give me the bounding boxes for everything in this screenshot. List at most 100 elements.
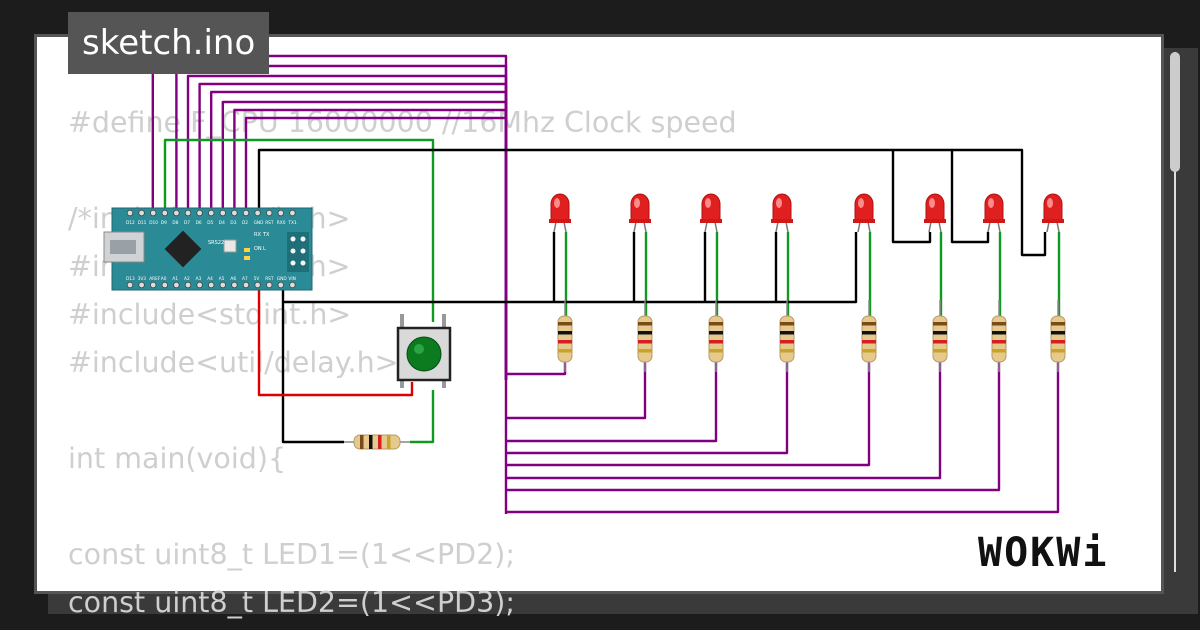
resistor-band: [638, 349, 652, 353]
button-cap-highlight: [414, 344, 424, 354]
resistor-band: [638, 340, 652, 344]
resistor-return-wire: [506, 362, 789, 455]
icsp-pin: [290, 236, 296, 242]
bottom-pin-label: VIN: [288, 276, 295, 282]
board-side-label: L: [263, 246, 266, 252]
resistor-return-wire: [506, 362, 1001, 492]
header-pin: [161, 281, 168, 289]
pushbutton[interactable]: [396, 314, 452, 388]
header-pin: [196, 281, 203, 289]
led-rim: [549, 219, 571, 223]
led-7: [984, 193, 1004, 223]
bottom-pin-label: A0: [161, 276, 167, 282]
top-pin-label: D8: [172, 220, 178, 226]
resistor-band: [558, 349, 572, 353]
code-line: const uint8_t LED2=(1<<PD3);: [68, 586, 515, 619]
resistor-band: [709, 340, 723, 344]
led-rim: [700, 219, 722, 223]
sketch-title: sketch.ino: [82, 23, 256, 63]
resistor-return-wire: [506, 362, 871, 467]
resistor-band: [992, 322, 1006, 326]
bottom-pin-label: A4: [207, 276, 213, 282]
microcontroller-chip: [164, 230, 202, 268]
header-pin: [219, 209, 226, 217]
led-highlight: [988, 198, 994, 208]
header-pin: [231, 281, 238, 289]
button-leg: [400, 314, 404, 328]
header-pin: [289, 209, 296, 217]
header-pin: [231, 209, 238, 217]
resistor-band: [1051, 349, 1065, 353]
icsp-pin: [290, 248, 296, 254]
led-3: [701, 193, 721, 223]
led-anode-lead: [643, 221, 647, 233]
code-line: #define F_CPU 16000000 //16Mhz Clock spe…: [68, 106, 737, 139]
header-pin: [126, 209, 134, 217]
resistor-band: [933, 331, 947, 335]
resistor-band: [780, 322, 794, 326]
button-leg: [442, 314, 446, 328]
power-led: [244, 248, 250, 252]
header-pin: [207, 209, 215, 217]
sketch-title-box: sketch.ino: [68, 12, 270, 74]
led-1: [550, 193, 570, 223]
top-pin-label: GND: [254, 220, 265, 226]
resistor-band: [780, 340, 794, 344]
led-2: [630, 193, 650, 223]
led-rim: [1042, 219, 1064, 223]
svg-text:WOKWi: WOKWi: [978, 530, 1108, 576]
bottom-pin-label: AREF: [149, 276, 161, 282]
vertical-scrollbar[interactable]: [1166, 52, 1184, 572]
led-cathode-lead: [553, 221, 557, 233]
resistor-band: [992, 349, 1006, 353]
header-pin: [173, 209, 180, 217]
led-signal-wire: [233, 108, 506, 213]
led-cathode-lead: [857, 221, 861, 233]
led-cathode-lead: [704, 221, 708, 233]
resistor-band: [862, 322, 876, 326]
resistor-band: [558, 340, 572, 344]
led-cathode-lead: [1046, 221, 1050, 233]
resistor-return-wire: [506, 362, 1060, 514]
header-pin: [138, 209, 145, 217]
resistor-band: [558, 331, 572, 335]
button-signal-wire: [163, 138, 435, 322]
top-pin-label: D6: [196, 220, 202, 226]
header-pin: [149, 281, 157, 289]
resistor-band: [1051, 322, 1065, 326]
bottom-pin-label: RST: [265, 276, 274, 282]
header-pin: [138, 281, 145, 289]
usb-port-inner: [110, 240, 136, 254]
button-cap: [406, 336, 442, 372]
led-cathode-lead: [928, 221, 932, 233]
resistor-band: [1051, 340, 1065, 344]
bottom-pin-label: D13: [126, 276, 135, 282]
header-pin: [254, 281, 261, 289]
led-anode-lead: [785, 221, 789, 233]
status-led: [244, 256, 250, 260]
icsp-header: [287, 232, 309, 272]
bottom-pin-label: A7: [242, 276, 248, 282]
resistor-band: [1051, 331, 1065, 335]
resistor-band: [360, 435, 364, 449]
led-4: [772, 193, 792, 223]
bottom-pin-label: GND: [277, 276, 288, 282]
board-side-label: TX: [262, 232, 270, 238]
led-cathode-lead: [775, 221, 779, 233]
led-highlight: [776, 198, 782, 208]
top-pin-label: RX0: [277, 220, 286, 226]
resistor-return-wire: [506, 362, 942, 480]
led-highlight: [929, 198, 935, 208]
led-cathode-lead: [987, 221, 991, 233]
led-highlight: [1047, 198, 1053, 208]
led-8: [1043, 193, 1063, 223]
led-anode-lead: [938, 221, 942, 233]
icsp-pin: [290, 260, 296, 266]
pulldown-wire: [410, 390, 435, 444]
top-pin-label: D4: [219, 220, 225, 226]
icsp-pin: [300, 260, 306, 266]
resistor-band: [933, 322, 947, 326]
header-pin: [149, 209, 157, 217]
header-pin: [277, 281, 284, 289]
